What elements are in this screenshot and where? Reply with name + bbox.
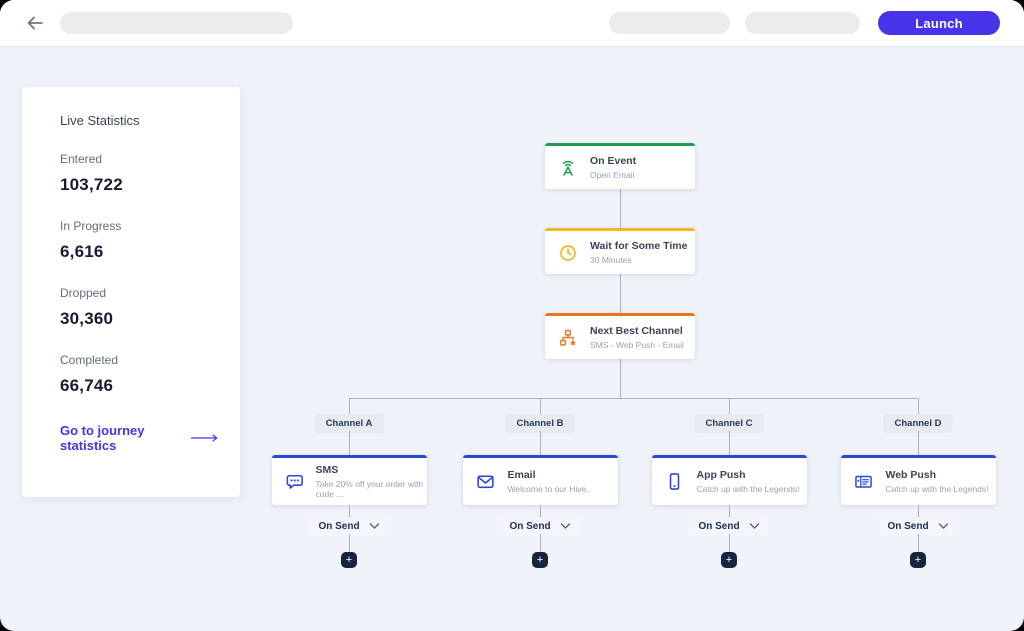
back-button[interactable] bbox=[24, 12, 46, 34]
node-title: On Event bbox=[590, 155, 637, 167]
on-send-dropdown[interactable]: On Send bbox=[499, 517, 581, 536]
connector-line bbox=[728, 534, 730, 552]
node-subtitle: Catch up with the Legends! bbox=[696, 484, 800, 494]
stat-value: 30,360 bbox=[60, 309, 114, 328]
node-subtitle: Catch up with the Legends! bbox=[885, 484, 989, 494]
stat-label: Entered bbox=[60, 152, 103, 166]
on-send-dropdown[interactable]: On Send bbox=[308, 517, 390, 536]
on-send-label: On Send bbox=[887, 521, 929, 532]
connector-line bbox=[728, 398, 730, 414]
top-bar: Launch bbox=[0, 0, 1024, 46]
on-send-dropdown[interactable]: On Send bbox=[688, 517, 770, 536]
antenna-icon bbox=[557, 158, 579, 178]
add-step-button[interactable]: + bbox=[721, 552, 737, 568]
clock-icon bbox=[557, 243, 579, 263]
app-push-phone-icon bbox=[664, 471, 686, 492]
toolbar-skeleton-1 bbox=[609, 12, 730, 34]
launch-button[interactable]: Launch bbox=[878, 11, 1000, 35]
journey-title-skeleton bbox=[60, 12, 293, 34]
add-step-button[interactable]: + bbox=[341, 552, 357, 568]
node-subtitle: Welcome to our Hive. bbox=[507, 484, 589, 494]
node-title: Next Best Channel bbox=[590, 325, 683, 337]
hierarchy-star-icon bbox=[557, 328, 579, 348]
back-arrow-icon bbox=[27, 16, 43, 30]
node-subtitle: Open Email bbox=[590, 170, 635, 180]
node-title: App Push bbox=[696, 469, 746, 481]
chevron-down-icon bbox=[560, 523, 571, 529]
connector-line bbox=[917, 431, 919, 455]
stats-panel-title: Live Statistics bbox=[60, 113, 140, 128]
toolbar-skeleton-2 bbox=[745, 12, 860, 34]
node-subtitle: SMS - Web Push - Email bbox=[590, 340, 684, 350]
node-sms[interactable]: SMS Take 20% off your order with code ..… bbox=[271, 455, 427, 505]
connector-line bbox=[348, 431, 350, 455]
on-send-label: On Send bbox=[318, 521, 360, 532]
add-step-button[interactable]: + bbox=[532, 552, 548, 568]
plus-icon: + bbox=[536, 553, 544, 566]
node-next-best-channel[interactable]: Next Best Channel SMS - Web Push - Email bbox=[545, 313, 695, 359]
journey-statistics-link[interactable]: Go to journey statistics bbox=[60, 423, 220, 453]
connector-line bbox=[917, 398, 919, 414]
connector-line bbox=[728, 431, 730, 455]
chevron-down-icon bbox=[749, 523, 760, 529]
node-email[interactable]: Email Welcome to our Hive. bbox=[462, 455, 618, 505]
on-send-dropdown[interactable]: On Send bbox=[877, 517, 959, 536]
plus-icon: + bbox=[725, 553, 733, 566]
node-subtitle: Take 20% off your order with code ... bbox=[315, 479, 424, 499]
add-step-button[interactable]: + bbox=[910, 552, 926, 568]
node-wait[interactable]: Wait for Some Time 30 Minutes bbox=[545, 228, 695, 274]
email-envelope-icon bbox=[475, 471, 497, 492]
connector-line bbox=[619, 359, 621, 398]
stat-dropped: Dropped 30,360 bbox=[60, 286, 220, 329]
stat-in-progress: In Progress 6,616 bbox=[60, 219, 220, 262]
node-app-push[interactable]: App Push Catch up with the Legends! bbox=[651, 455, 807, 505]
on-send-label: On Send bbox=[509, 521, 551, 532]
channel-label-a[interactable]: Channel A bbox=[314, 414, 384, 433]
stat-value: 6,616 bbox=[60, 242, 104, 261]
node-web-push[interactable]: Web Push Catch up with the Legends! bbox=[840, 455, 996, 505]
journey-canvas: Live Statistics Entered 103,722 In Progr… bbox=[0, 46, 1024, 631]
connector-line bbox=[619, 274, 621, 313]
connector-line bbox=[539, 398, 541, 414]
connector-line bbox=[539, 431, 541, 455]
node-title: SMS bbox=[315, 464, 339, 476]
stat-completed: Completed 66,746 bbox=[60, 353, 220, 396]
live-statistics-panel: Live Statistics Entered 103,722 In Progr… bbox=[22, 87, 240, 497]
plus-icon: + bbox=[914, 553, 922, 566]
connector-line bbox=[539, 505, 541, 517]
connector-line bbox=[917, 534, 919, 552]
stat-label: In Progress bbox=[60, 219, 122, 233]
connector-line bbox=[348, 505, 350, 517]
connector-line bbox=[348, 534, 350, 552]
connector-line bbox=[619, 189, 621, 228]
node-title: Web Push bbox=[885, 469, 937, 481]
web-push-browser-icon bbox=[853, 471, 875, 492]
journey-statistics-link-label: Go to journey statistics bbox=[60, 423, 145, 453]
stat-label: Completed bbox=[60, 353, 119, 367]
stat-entered: Entered 103,722 bbox=[60, 152, 220, 195]
chevron-down-icon bbox=[938, 523, 949, 529]
sms-bubble-icon bbox=[284, 471, 305, 492]
connector-line bbox=[728, 505, 730, 517]
connector-line bbox=[348, 398, 350, 414]
connector-line bbox=[349, 398, 918, 399]
channel-label-d[interactable]: Channel D bbox=[883, 414, 953, 433]
channel-label-c[interactable]: Channel C bbox=[694, 414, 764, 433]
node-on-event[interactable]: On Event Open Email bbox=[545, 143, 695, 189]
connector-line bbox=[539, 534, 541, 552]
plus-icon: + bbox=[345, 553, 353, 566]
node-title: Wait for Some Time bbox=[590, 240, 688, 252]
chevron-down-icon bbox=[369, 523, 380, 529]
channel-label-b[interactable]: Channel B bbox=[505, 414, 575, 433]
connector-line bbox=[917, 505, 919, 517]
stat-value: 66,746 bbox=[60, 376, 114, 395]
stat-value: 103,722 bbox=[60, 175, 123, 194]
on-send-label: On Send bbox=[698, 521, 740, 532]
node-subtitle: 30 Minutes bbox=[590, 255, 632, 265]
node-title: Email bbox=[507, 469, 536, 481]
long-right-arrow-icon bbox=[191, 434, 218, 442]
stat-label: Dropped bbox=[60, 286, 107, 300]
